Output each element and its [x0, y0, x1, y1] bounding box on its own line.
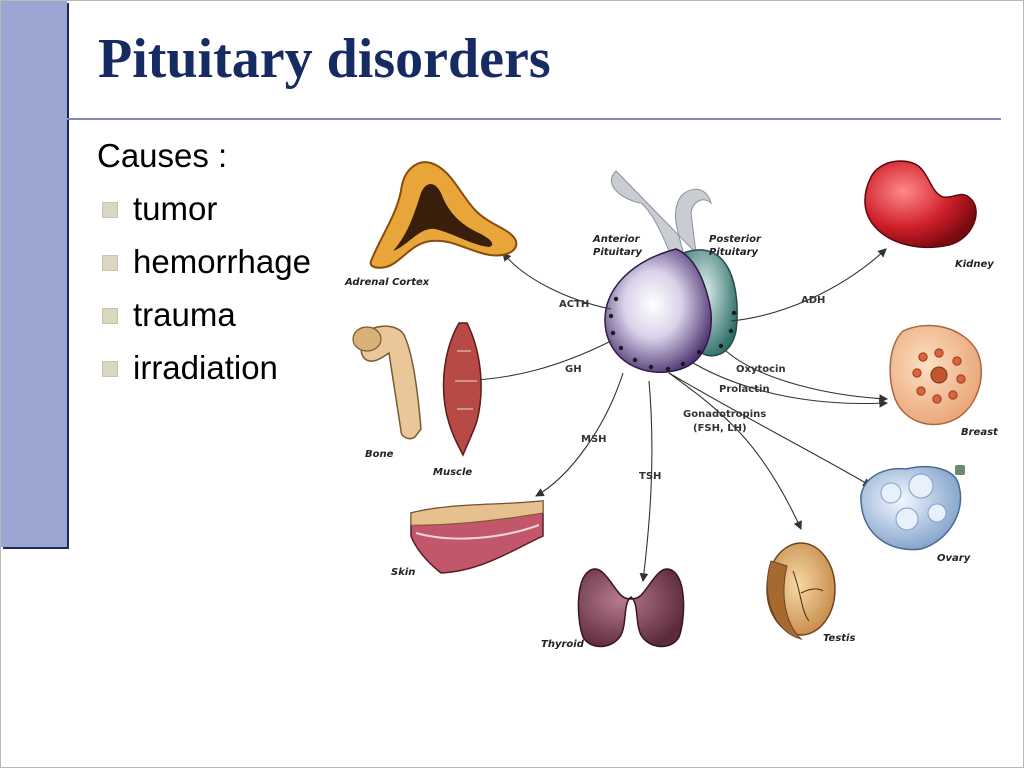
bullet-square-icon — [102, 308, 118, 324]
ovary-arrow — [668, 372, 872, 487]
cause-item: irradiation — [97, 346, 311, 399]
pituitary-hormone-diagram: Anterior Pituitary Posterior Pituitary A… — [344, 160, 999, 650]
muscle-label: Muscle — [433, 467, 472, 478]
cause-text: tumor — [133, 190, 218, 227]
gonadotropins-label: Gonadotropins — [683, 409, 766, 420]
gh-label: GH — [565, 364, 582, 375]
causes-list: tumor hemorrhage trauma irradiation — [97, 187, 311, 399]
bone-label: Bone — [365, 449, 394, 460]
tsh-arrow — [639, 380, 653, 583]
prolactin-arrow — [692, 362, 889, 408]
msh-arrow — [535, 372, 624, 497]
muscle-illustration — [442, 322, 482, 457]
pituitary-gland — [604, 170, 738, 373]
skin-label: Skin — [391, 567, 415, 578]
title-divider — [67, 118, 1001, 120]
acth-arrow — [502, 252, 612, 310]
gonadotropins-label: (FSH, LH) — [693, 423, 747, 434]
ovary-illustration — [860, 465, 965, 551]
cause-text: trauma — [133, 296, 236, 333]
sidebar-accent — [1, 1, 67, 547]
testis-arrow — [668, 372, 802, 531]
cause-text: hemorrhage — [133, 243, 311, 280]
skin-illustration — [410, 500, 544, 574]
kidney-illustration — [864, 160, 977, 248]
adh-label: ADH — [801, 295, 825, 306]
testis-label: Testis — [823, 633, 855, 644]
bone-illustration — [352, 325, 422, 440]
bullet-square-icon — [102, 202, 118, 218]
kidney-label: Kidney — [955, 259, 994, 270]
posterior-pituitary-label: Posterior — [709, 234, 762, 245]
hormone-arrows — [449, 248, 889, 583]
ovary-label: Ovary — [937, 553, 971, 564]
adrenal-cortex-label: Adrenal Cortex — [344, 277, 430, 288]
causes-heading: Causes : — [97, 137, 228, 174]
anterior-pituitary-label: Pituitary — [593, 247, 643, 258]
oxytocin-arrow — [725, 350, 889, 403]
acth-label: ACTH — [559, 299, 589, 310]
tsh-label: TSH — [639, 471, 661, 482]
bullet-square-icon — [102, 361, 118, 377]
cause-item: hemorrhage — [97, 240, 311, 293]
msh-label: MSH — [581, 434, 607, 445]
posterior-pituitary-label: Pituitary — [709, 247, 759, 258]
cause-item: trauma — [97, 293, 311, 346]
cause-item: tumor — [97, 187, 311, 240]
thyroid-label: Thyroid — [541, 639, 585, 650]
slide-title: Pituitary disorders — [98, 28, 551, 90]
thyroid-illustration — [577, 568, 685, 648]
breast-label: Breast — [961, 427, 999, 438]
anterior-pituitary-label: Anterior — [592, 234, 641, 245]
prolactin-label: Prolactin — [719, 384, 770, 395]
testis-illustration — [766, 542, 836, 640]
cause-text: irradiation — [133, 349, 278, 386]
oxytocin-label: Oxytocin — [736, 364, 786, 375]
adrenal-cortex-illustration — [369, 161, 518, 269]
adh-arrow — [730, 248, 887, 322]
bullet-square-icon — [102, 255, 118, 271]
breast-illustration — [889, 324, 982, 426]
